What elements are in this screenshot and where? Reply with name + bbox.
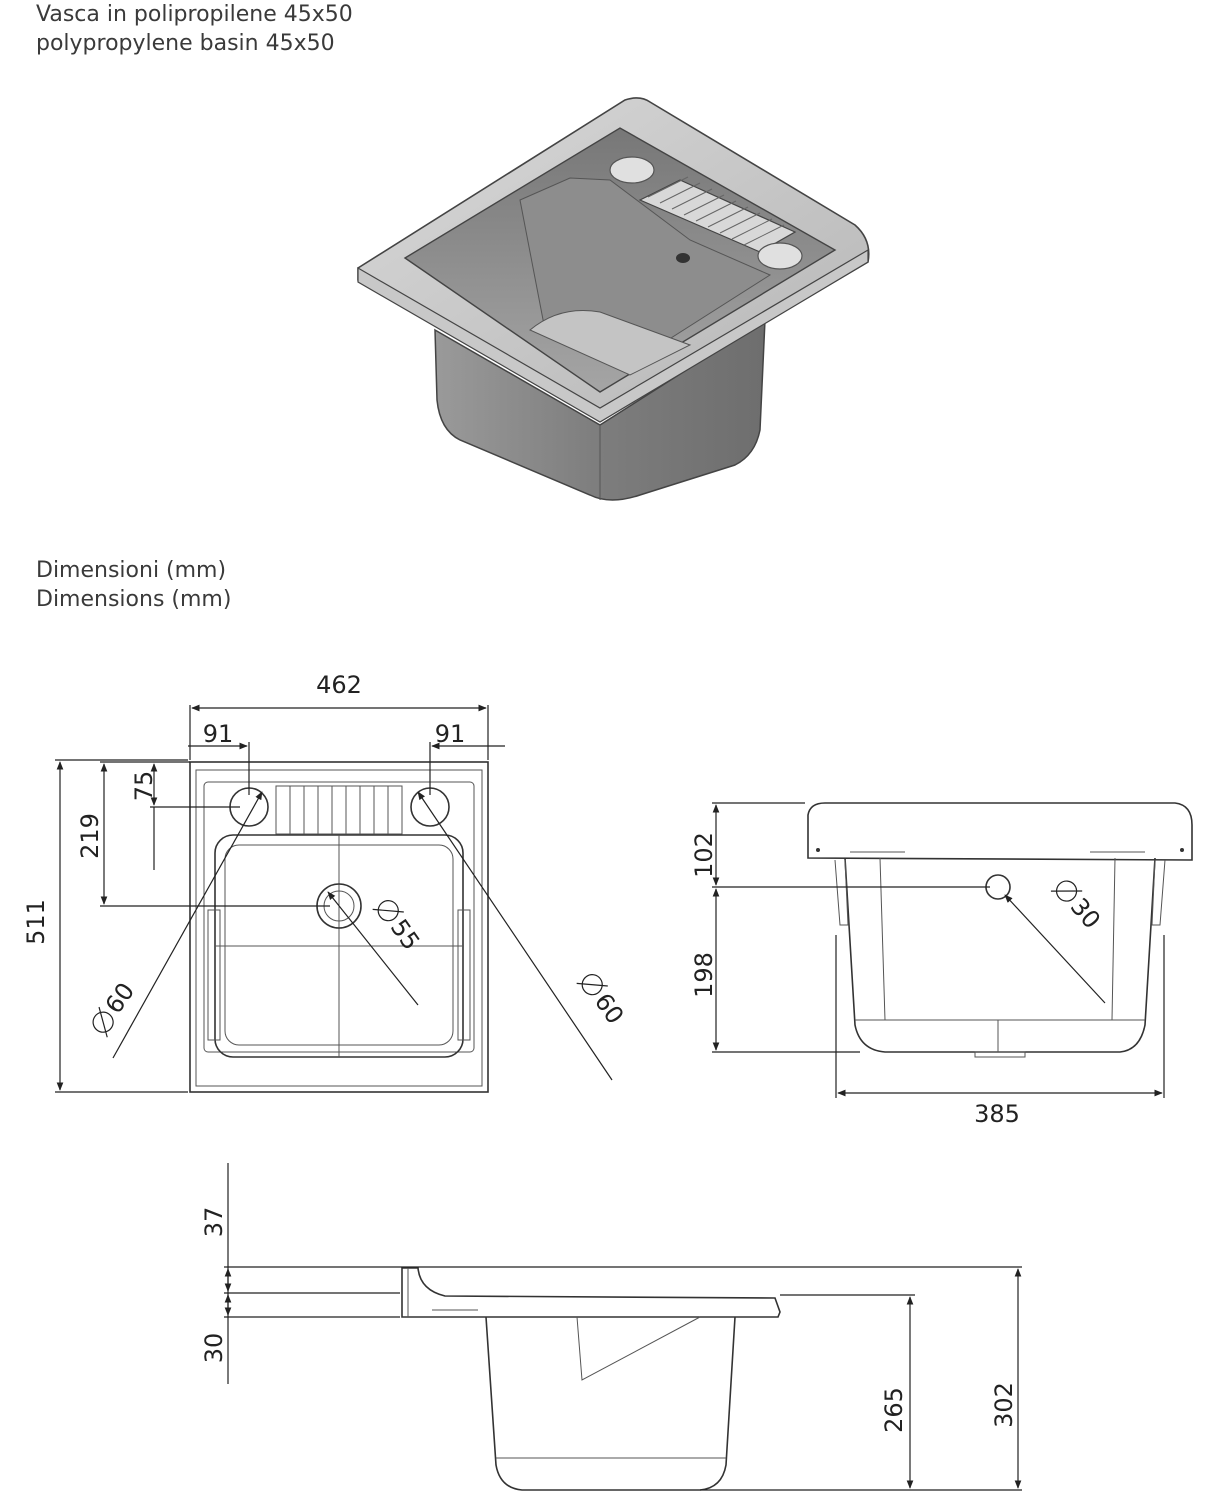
- dimensions-label-english: Dimensions (mm): [36, 587, 232, 612]
- side-view: 37 30 265 302: [200, 1163, 1022, 1491]
- dim-right-offset: 91: [435, 720, 466, 748]
- diameter-symbol-icon: [1055, 880, 1078, 902]
- title-english: polypropylene basin 45x50: [36, 31, 335, 56]
- dim-hole-row: 75: [130, 771, 158, 802]
- diameter-symbol-icon: [377, 900, 399, 922]
- dim-front-bottom-height: 198: [690, 952, 718, 998]
- dim-side-basin-depth: 265: [880, 1387, 908, 1433]
- basin-3d-render: [357, 97, 870, 501]
- dim-front-top-height: 102: [690, 832, 718, 878]
- dim-left-offset: 91: [203, 720, 234, 748]
- title-italian: Vasca in polipropilene 45x50: [36, 2, 353, 27]
- title-block: Vasca in polipropilene 45x50 polypropyle…: [36, 0, 353, 58]
- dim-top-width: 462: [316, 671, 362, 699]
- dimensions-label-italian: Dimensioni (mm): [36, 558, 227, 583]
- dim-side-rim-thickness: 30: [200, 1333, 228, 1364]
- dim-drain-center: 219: [76, 813, 104, 859]
- top-view: 462 91 91 511 219 75 60 60 55: [22, 671, 629, 1093]
- dim-front-hole-diameter: 30: [1065, 893, 1106, 934]
- diameter-symbol-icon: [92, 1011, 114, 1033]
- dim-side-total-height: 302: [990, 1382, 1018, 1428]
- front-view: 102 198 385 30: [690, 802, 1193, 1128]
- diameter-symbol-icon: [581, 974, 603, 996]
- dim-front-bottom-width: 385: [974, 1100, 1020, 1128]
- dim-top-height: 511: [22, 899, 50, 945]
- dimensions-header: Dimensioni (mm) Dimensions (mm): [36, 556, 231, 614]
- dim-side-rim-height: 37: [200, 1207, 228, 1238]
